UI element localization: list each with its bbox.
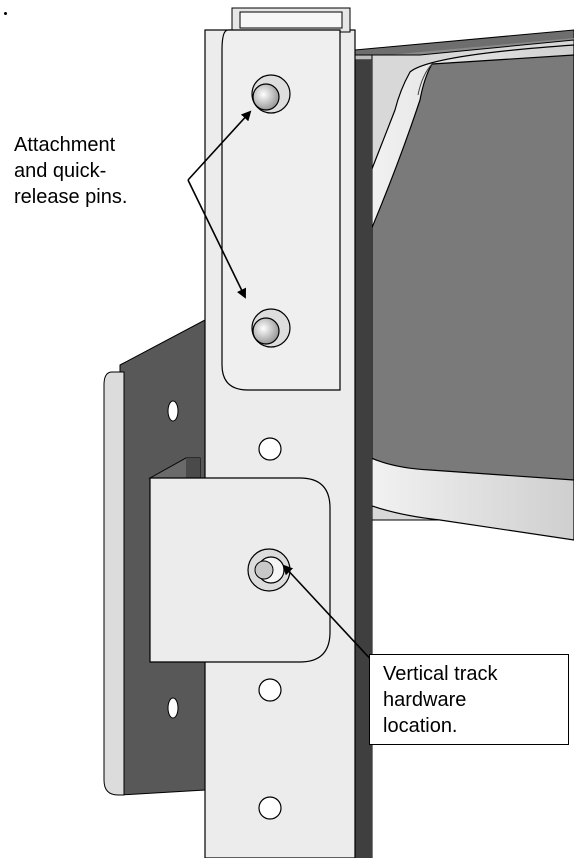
arrow-icon xyxy=(282,564,376,665)
quick-release-pin-icon xyxy=(251,74,291,114)
mounting-hole-icon xyxy=(258,437,282,461)
track-hardware-bracket xyxy=(148,457,331,663)
arrow-icon xyxy=(187,179,246,299)
vertical-track-callout: Vertical track hardware location. xyxy=(383,663,498,737)
vertical-track-callout-box: Vertical track hardware location. xyxy=(369,654,569,745)
quick-release-pin-icon xyxy=(251,308,291,348)
track-holes xyxy=(258,437,282,820)
stray-mark xyxy=(4,12,7,15)
mounting-hole-icon xyxy=(258,678,282,702)
track-hardware-pin-icon xyxy=(247,548,291,592)
attachment-plate xyxy=(221,29,341,391)
mounting-hole-icon xyxy=(167,400,179,422)
callout-arrows xyxy=(187,110,376,665)
mounting-hole-icon xyxy=(167,697,179,719)
attachment-pins-callout: Attachment and quick- release pins. xyxy=(14,134,128,208)
mounting-hole-icon xyxy=(258,796,282,820)
arrow-icon xyxy=(187,110,252,181)
